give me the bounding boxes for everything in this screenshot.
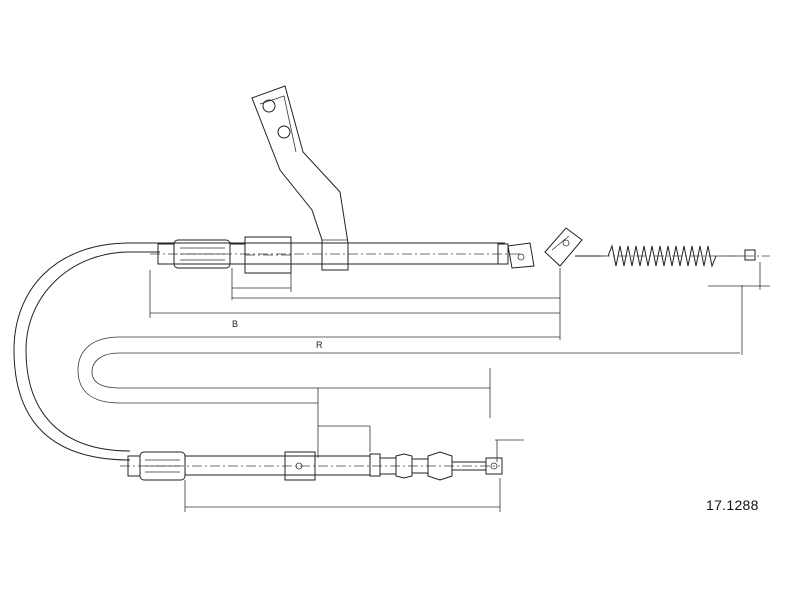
lower-sheath bbox=[120, 455, 500, 476]
upper-sheath bbox=[150, 242, 520, 265]
dimension-lines bbox=[149, 262, 770, 512]
cable-outer-loop bbox=[13, 242, 160, 461]
lower-clip bbox=[284, 451, 316, 481]
part-number: 17.1288 bbox=[706, 497, 759, 513]
upper-sleeve-block bbox=[244, 236, 292, 274]
upper-grip-fitting bbox=[157, 239, 245, 269]
dimension-r-loop bbox=[77, 336, 740, 404]
lower-grip-fitting bbox=[127, 451, 186, 481]
upper-right-fitting bbox=[497, 227, 605, 269]
dimension-label-b: B bbox=[232, 319, 238, 329]
lower-right-fitting bbox=[369, 451, 503, 481]
return-spring bbox=[600, 244, 770, 268]
dimension-label-r: R bbox=[316, 340, 323, 350]
mounting-bracket bbox=[251, 85, 349, 271]
